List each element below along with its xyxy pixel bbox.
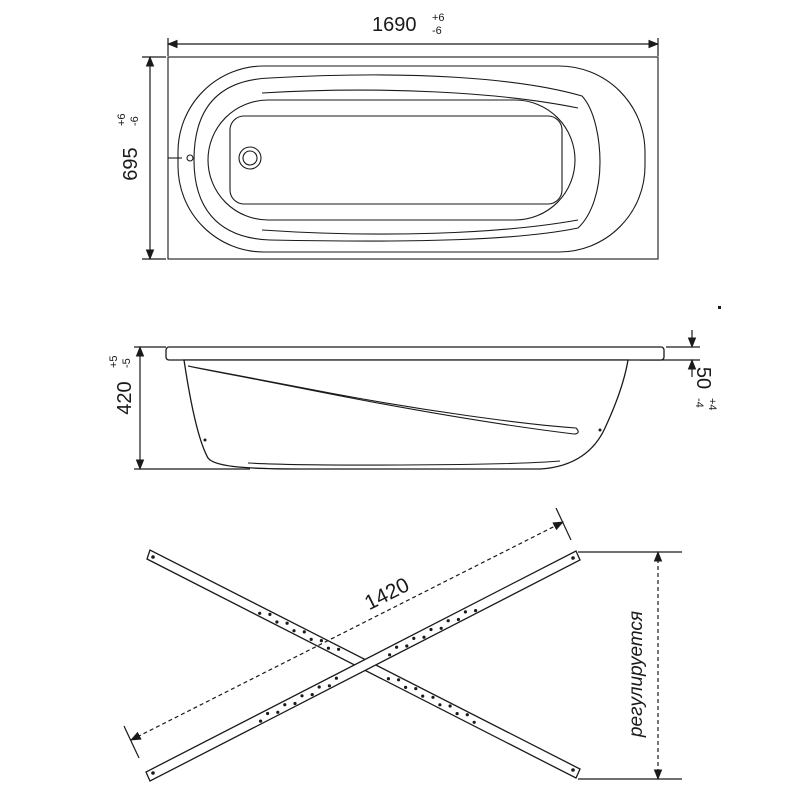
width-value: 695 [120,147,142,180]
height-value: 420 [114,381,136,414]
frame-hole [300,694,304,698]
frame-hole [258,611,262,615]
length-tolerance-minus: -6 [432,25,442,37]
frame-hole [285,621,289,625]
frame-hole [319,639,323,643]
rim-value: 50 [692,367,714,389]
frame-hole [431,695,435,699]
rim-dimension: 50 +4 -4 [640,330,718,411]
frame-hole [421,694,425,698]
frame-hole [455,712,459,716]
frame-hole [422,635,426,639]
frame-hole [404,685,408,690]
frame-hole [317,685,321,689]
length-tolerance-plus: +6 [432,12,445,24]
tub-side-profile [165,346,665,470]
frame-hole [412,636,416,641]
frame-hole [302,630,306,634]
frame-hole [463,610,467,614]
length-value: 1690 [372,14,417,36]
span-dimension: 1420 [123,507,572,759]
height-tolerance-minus: -5 [121,358,133,368]
span-value: 1420 [361,573,413,615]
frame-hole [405,644,409,648]
frame-hole [397,678,401,682]
width-dimension: 695 +6 -6 [116,55,166,261]
frame-hole [386,677,390,681]
frame-hole [337,647,341,651]
top-view: 1690 +6 -6 695 +6 -6 [116,12,660,261]
adjustable-label: регулируется [626,611,647,738]
frame-hole [438,703,442,707]
frame-hole [327,684,331,688]
frame-hole [309,637,313,642]
frame-hole [283,703,287,707]
frame-hole [474,609,478,613]
frame-hole [388,653,392,657]
frame-hole [259,719,263,723]
frame-hole [276,710,280,714]
frame-hole [293,701,297,706]
rim-tolerance-minus: -4 [693,398,705,408]
frame-hole [334,676,338,680]
frame-hole [292,629,296,633]
frame-hole [310,693,314,697]
frame-hole [465,713,469,717]
frame-hole [429,627,433,632]
side-view: 420 +5 -5 50 +4 -4 [108,306,721,471]
frame-hole [448,704,452,708]
frame-hole [414,687,418,691]
adjustable-dimension: регулируется [578,550,682,781]
frame-hole [439,626,443,630]
width-tolerance-minus: -6 [129,116,141,126]
frame-hole [275,620,279,624]
width-tolerance-plus: +6 [116,113,128,126]
frame-hole [395,645,399,649]
drawing-dot-mark [718,306,721,309]
frame-hole [456,617,460,622]
frame-hole [326,646,330,650]
rim-tolerance-plus: +4 [706,398,718,411]
frame-hole [472,720,476,724]
frame-hole [446,619,450,623]
length-dimension: 1690 +6 -6 [166,12,660,56]
frame-hole [268,612,272,617]
frame-view: 1420 регулируется [123,507,682,782]
frame-hole [266,711,270,716]
height-tolerance-plus: +5 [108,355,120,368]
height-dimension: 420 +5 -5 [108,345,250,471]
tub-plan-outline [167,56,659,260]
